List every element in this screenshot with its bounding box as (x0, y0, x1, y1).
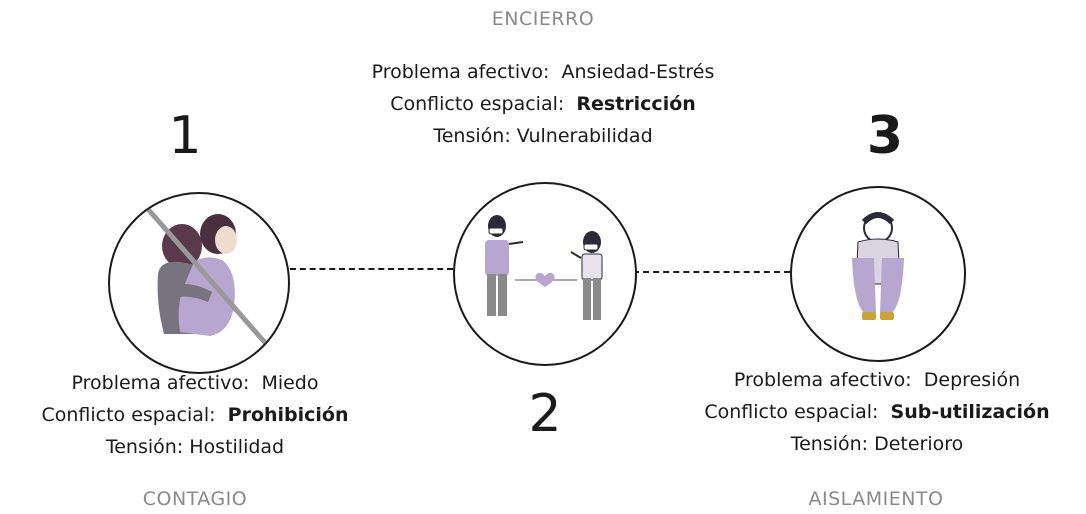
connector-2-3 (633, 271, 790, 273)
face-icon (215, 226, 237, 254)
contagio-tension-line: Tensión: Hostilidad (105, 436, 285, 458)
step-number-1: 1 (168, 106, 202, 166)
mask-icon (488, 227, 504, 235)
person-right-leg-icon (593, 278, 601, 320)
right-leg-icon (880, 258, 904, 314)
contagio-description: Problema afectivo: Miedo Conflicto espac… (0, 367, 390, 463)
aislamiento-spatial-line: Conflicto espacial: Sub-utilización (704, 401, 1050, 423)
person-left-leg-icon (498, 274, 507, 316)
aislamiento-affective-line: Problema afectivo: Depresión (733, 369, 1021, 391)
person-right-wave-icon (570, 251, 582, 259)
arm-icon (170, 284, 212, 302)
hug-illustration (137, 197, 271, 349)
mask-icon (583, 243, 599, 251)
category-aislamiento: AISLAMIENTO (808, 488, 944, 510)
circle-contagio (108, 192, 290, 374)
circle-encierro (453, 182, 637, 366)
person-right-shirt-icon (581, 253, 603, 281)
circle-aislamiento (790, 186, 966, 362)
encierro-affective-line: Problema afectivo: Ansiedad-Estrés (371, 61, 715, 83)
step-number-3: 3 (866, 106, 904, 166)
shoe-icon (880, 312, 894, 320)
shoe-icon (862, 312, 876, 320)
aislamiento-tension-line: Tensión: Deterioro (790, 433, 964, 455)
encierro-spatial-line: Conflicto espacial: Restricción (390, 93, 696, 115)
encierro-description: Problema afectivo: Ansiedad-Estrés Confl… (293, 56, 793, 152)
arms-over-head-icon (861, 212, 895, 225)
isolation-illustration (852, 212, 904, 320)
connector-1-2 (290, 268, 453, 270)
step-number-2: 2 (528, 384, 562, 444)
category-encierro: ENCIERRO (491, 8, 595, 30)
left-leg-icon (852, 258, 876, 314)
aislamiento-description: Problema afectivo: Depresión Conflicto e… (672, 364, 1082, 460)
contagio-spatial-line: Conflicto espacial: Prohibición (41, 404, 349, 426)
contagio-affective-line: Problema afectivo: Miedo (71, 372, 319, 394)
person-left-shirt-icon (485, 240, 509, 276)
distance-illustration (485, 215, 603, 320)
heart-icon (535, 272, 555, 287)
category-contagio: CONTAGIO (142, 488, 248, 510)
person-left-wave-icon (508, 241, 524, 245)
person-left-leg-icon (487, 274, 496, 316)
encierro-tension-line: Tensión: Vulnerabilidad (433, 125, 653, 147)
person-right-leg-icon (583, 278, 591, 320)
prohibited-slash-icon (137, 197, 271, 349)
